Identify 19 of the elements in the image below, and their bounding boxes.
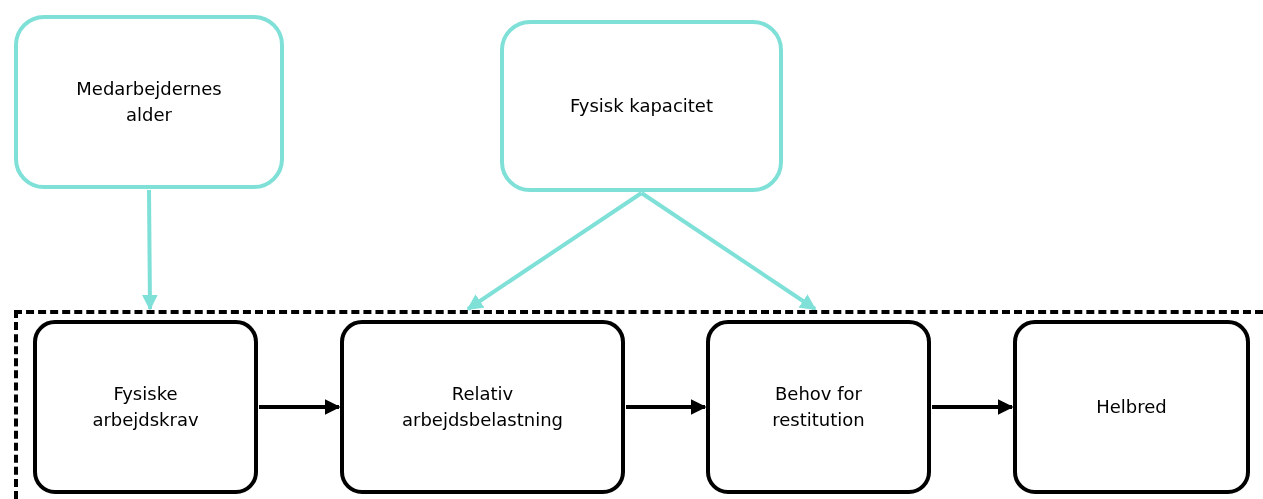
node-label: Behov for restitution: [771, 381, 866, 432]
arrow: [259, 399, 341, 415]
node-label: Relativ arbejdsbelastning: [401, 381, 564, 432]
process-box: [33, 320, 258, 494]
node-label: Fysiske arbejdskrav: [91, 381, 200, 432]
arrow: [932, 399, 1014, 415]
dashed-region: [14, 310, 1263, 499]
node-label: Helbred: [1096, 394, 1167, 419]
factor-box: [14, 15, 284, 189]
arrow: [466, 191, 643, 311]
factor-box: [500, 20, 783, 192]
node-label: Medarbejdernes alder: [75, 76, 223, 127]
arrow: [640, 191, 817, 311]
process-box: [340, 320, 625, 494]
process-box: [1013, 320, 1250, 494]
arrow: [141, 189, 158, 311]
arrow: [626, 399, 707, 415]
process-box: [706, 320, 931, 494]
node-label: Fysisk kapacitet: [570, 93, 713, 118]
